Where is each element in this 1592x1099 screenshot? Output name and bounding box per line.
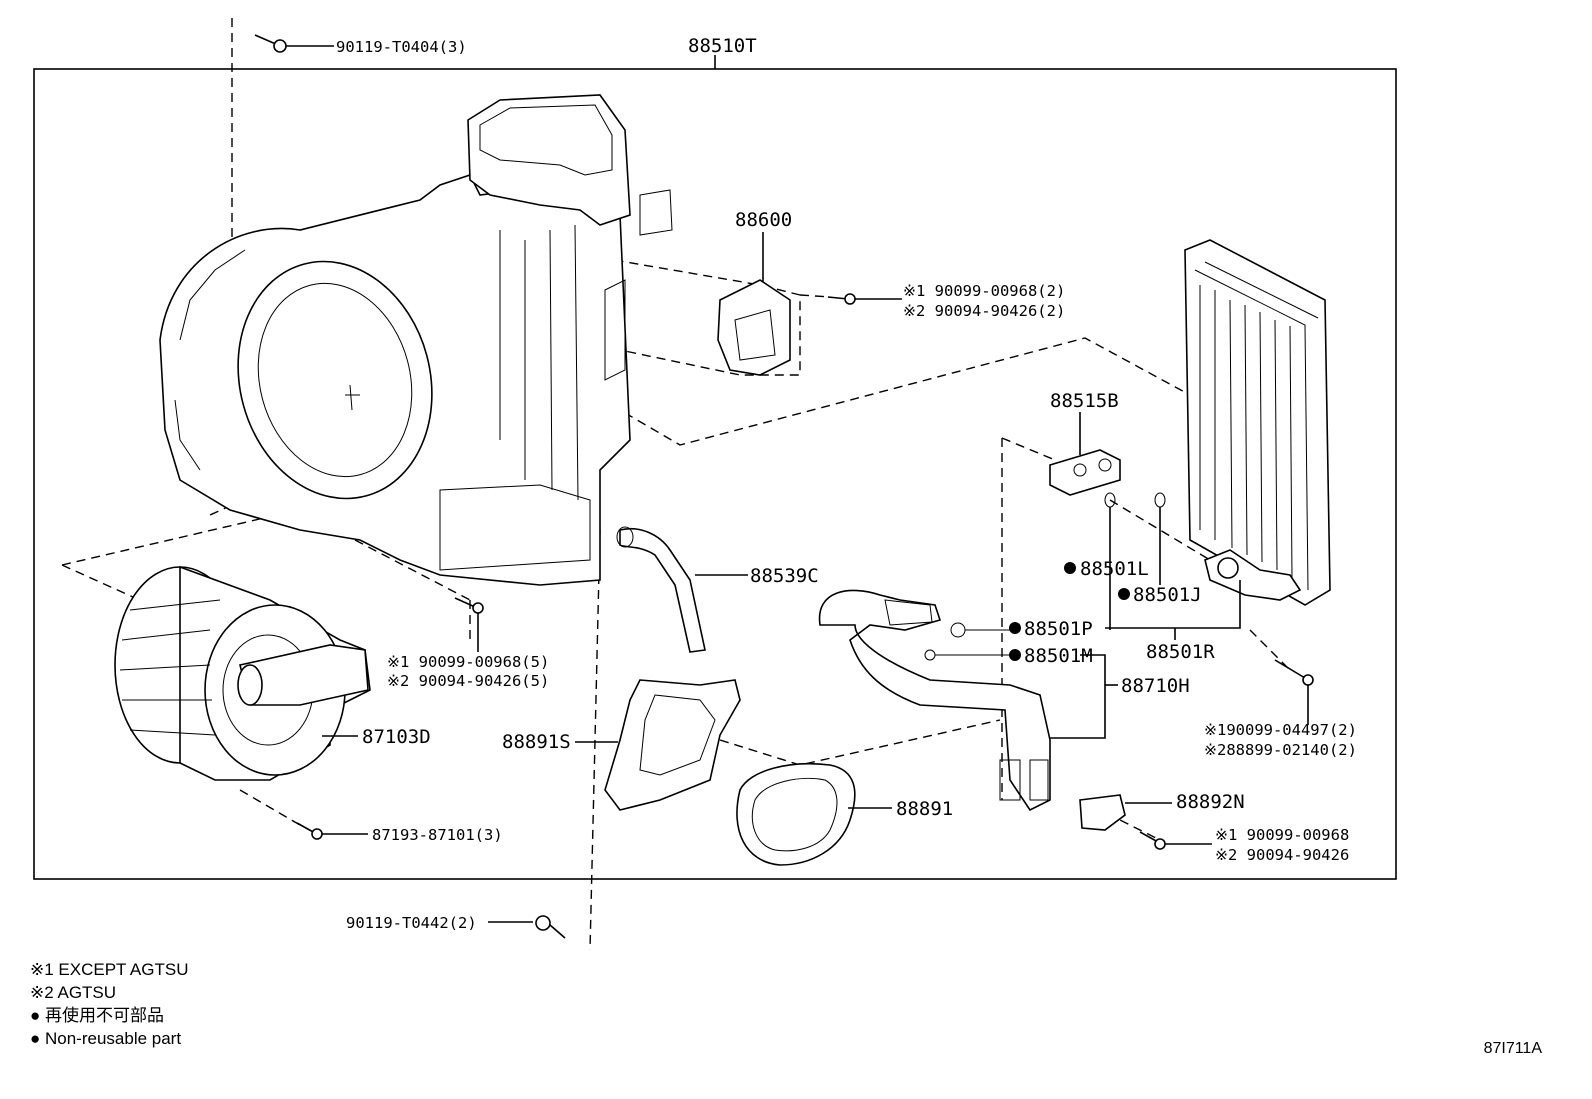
blower-motor-drawing bbox=[114, 565, 371, 781]
o-rings-drawing bbox=[924, 492, 1241, 661]
label-oring-m: 88501M bbox=[1024, 645, 1093, 667]
expansion-valve-drawing bbox=[1049, 412, 1121, 496]
bolt-bottom-drawing bbox=[488, 915, 566, 939]
legend-line-3: ● 再使用不可部品 bbox=[30, 1006, 164, 1025]
legend-line-2: ※2 AGTSU bbox=[30, 983, 117, 1002]
label-resistor-screw-1: ※1 90099-00968(2) bbox=[903, 282, 1065, 300]
label-evap-screw-2: ※288899-02140(2) bbox=[1204, 741, 1357, 759]
legend: ※1 EXCEPT AGTSU ※2 AGTSU ● 再使用不可部品 ● Non… bbox=[30, 958, 188, 1050]
label-evap-screw-1: ※190099-04497(2) bbox=[1204, 721, 1357, 739]
label-oring-r: 88501R bbox=[1146, 641, 1215, 663]
label-seal-plate: 88891S bbox=[502, 731, 571, 753]
non-reusable-marker-m bbox=[1009, 649, 1021, 661]
blower-screw-drawing bbox=[296, 597, 484, 840]
drain-hose-drawing bbox=[616, 526, 748, 653]
label-clamp-screw-2: ※2 90094-90426 bbox=[1215, 846, 1349, 864]
non-reusable-marker-j bbox=[1118, 588, 1130, 600]
label-clamp-screw-1: ※1 90099-00968 bbox=[1215, 826, 1349, 844]
label-seal: 88891 bbox=[896, 798, 953, 820]
label-bolt-top: 90119-T0404(3) bbox=[336, 38, 467, 56]
legend-line-1: ※1 EXCEPT AGTSU bbox=[30, 960, 189, 979]
label-tube: 88710H bbox=[1121, 675, 1190, 697]
label-resistor-screw-2: ※2 90094-90426(2) bbox=[903, 302, 1065, 320]
label-assembly: 88510T bbox=[688, 35, 757, 57]
label-case-screw-1: ※1 90099-00968(5) bbox=[387, 653, 549, 671]
label-valve: 88515B bbox=[1050, 390, 1119, 412]
bolt-top-drawing bbox=[254, 34, 334, 53]
label-blower: 87103D bbox=[362, 726, 431, 748]
label-oring-p: 88501P bbox=[1024, 618, 1093, 640]
tube-drawing bbox=[818, 589, 1118, 812]
resistor-drawing bbox=[717, 232, 902, 376]
legend-line-4: ● Non-reusable part bbox=[30, 1029, 182, 1048]
non-reusable-marker-l bbox=[1064, 562, 1076, 574]
blower-case-drawing bbox=[159, 94, 673, 586]
seal-plate-drawing bbox=[575, 679, 741, 811]
label-case-screw-2: ※2 90094-90426(5) bbox=[387, 672, 549, 690]
evaporator-drawing bbox=[1184, 239, 1331, 606]
label-resistor: 88600 bbox=[735, 209, 792, 231]
evaporator-screw-drawing bbox=[1274, 659, 1314, 725]
seal-ring-drawing bbox=[736, 762, 892, 866]
label-oring-j: 88501J bbox=[1133, 584, 1202, 606]
label-blower-screw: 87193-87101(3) bbox=[372, 826, 503, 844]
non-reusable-marker-p bbox=[1009, 622, 1021, 634]
label-clamp: 88892N bbox=[1176, 791, 1245, 813]
reference-code: 87I711A bbox=[1483, 1040, 1542, 1057]
label-bolt-bottom: 90119-T0442(2) bbox=[346, 914, 477, 932]
clamp-drawing bbox=[1079, 794, 1212, 850]
label-drain-hose: 88539C bbox=[750, 565, 819, 587]
label-oring-l: 88501L bbox=[1080, 558, 1149, 580]
